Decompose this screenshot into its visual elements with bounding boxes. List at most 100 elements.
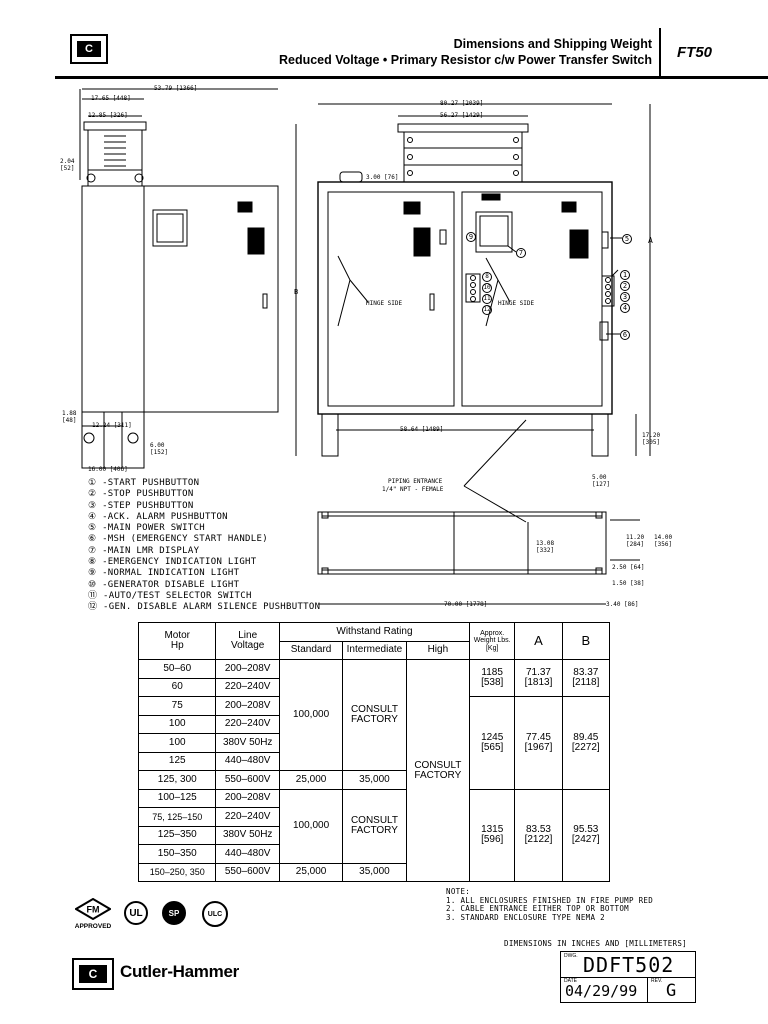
legend-item: ③ -STEP PUSHBUTTON xyxy=(88,500,194,511)
left-door xyxy=(327,191,455,407)
dim-side-d2: 12.85 [326] xyxy=(88,112,128,119)
notes-title: NOTE: xyxy=(446,887,471,896)
dim-plan-r4: 3.40 [86] xyxy=(606,601,639,608)
ulc-mark-icon: ULC xyxy=(202,901,228,927)
dim-side-d1: 17.65 [448] xyxy=(91,95,131,102)
logo-glyph: C xyxy=(77,41,101,57)
dim-plan-r1: 11.20 [284] xyxy=(626,534,645,548)
header-intermediate: Intermediate xyxy=(342,640,407,660)
title-line-2: Reduced Voltage • Primary Resistor c/w P… xyxy=(278,53,652,67)
dim-plan-r2: 14.00 [356] xyxy=(654,534,673,548)
title-block: DWG. DDFT502 DATE 04/29/99 REV. G xyxy=(560,951,696,1003)
legend-item: ⑥ -MSH (EMERGENCY START HANDLE) xyxy=(88,534,268,545)
side-door-panel xyxy=(143,185,279,413)
note-item: 1. ALL ENCLOSURES FINISHED IN FIRE PUMP … xyxy=(446,895,654,905)
fm-approved-mark: FM APPROVED xyxy=(72,897,114,930)
callout-10: 10 xyxy=(482,283,492,293)
dim-side-overall: 53.79 [1366] xyxy=(154,85,198,92)
legend-item: ④ -ACK. ALARM PUSHBUTTON xyxy=(88,511,228,522)
callout-11: 11 xyxy=(482,294,492,304)
header-weight: Approx. Weight Lbs. [Kg] xyxy=(469,622,516,660)
dim-front-right: 17.20 [305] xyxy=(642,432,661,446)
dwg-cell: DWG. DDFT502 xyxy=(561,952,695,978)
legend-item: ⑫ -GEN. DISABLE ALARM SILENCE PUSHBUTTON xyxy=(88,602,321,613)
svg-text:FM: FM xyxy=(87,905,100,915)
piping-label-1: PIPING ENTRANCE xyxy=(388,478,443,485)
dim-side-d3: 2.04 [52] xyxy=(60,158,75,172)
notes: NOTE: 1. ALL ENCLOSURES FINISHED IN FIRE… xyxy=(446,887,654,922)
dim-side-d7: 16.00 [406] xyxy=(88,466,128,473)
header-standard: Standard xyxy=(278,640,344,660)
legend-item: ② -STOP PUSHBUTTON xyxy=(88,489,194,500)
legend-item: ⑨ -NORMAL INDICATION LIGHT xyxy=(88,568,240,579)
note-item: 2. CABLE ENTRANCE EITHER TOP OR BOTTOM xyxy=(446,904,629,913)
component-legend: ① -START PUSHBUTTON ② -STOP PUSHBUTTON ③… xyxy=(88,478,320,614)
dim-plan-depth: 13.08 [332] xyxy=(536,540,555,554)
units-note: DIMENSIONS IN INCHES AND [MILLIMETERS] xyxy=(504,939,687,948)
drawing-number: DDFT502 xyxy=(583,953,675,977)
callout-3: 3 xyxy=(620,292,630,302)
piping-label-2: 1/4" NPT - FEMALE xyxy=(382,486,444,493)
callout-6: 6 xyxy=(620,330,630,340)
dim-plan-length: 70.00 [1778] xyxy=(444,601,488,608)
side-resistor-box xyxy=(87,129,143,187)
date-cell: DATE 04/29/99 xyxy=(561,977,648,1002)
dim-front-bottom: 5.00 [127] xyxy=(592,474,611,488)
callout-12: 12 xyxy=(482,305,492,315)
header-b: B xyxy=(561,622,611,660)
enclosure-drawing xyxy=(79,88,651,605)
doc-code: FT50 xyxy=(677,44,713,61)
hinge-side-left: HINGE SIDE xyxy=(366,300,403,307)
legend-item: ⑪ -AUTO/TEST SELECTOR SWITCH xyxy=(88,590,252,601)
cutler-hammer-logo: C xyxy=(70,34,108,64)
brand-name: Cutler-Hammer xyxy=(120,962,239,981)
callout-7: 7 xyxy=(516,248,526,258)
footer-logo: C xyxy=(72,958,114,990)
revision: G xyxy=(666,981,677,1001)
high-consult-factory: CONSULT FACTORY xyxy=(405,659,471,882)
hinge-side-right: HINGE SIDE xyxy=(498,300,535,307)
side-label-b: B xyxy=(294,288,299,296)
front-cabinet xyxy=(317,181,613,415)
dim-side-d4: 1.88 [48] xyxy=(62,410,77,424)
dim-plan-small: 2.50 [64] xyxy=(612,564,645,571)
legend-item: ⑧ -EMERGENCY INDICATION LIGHT xyxy=(88,557,257,568)
dim-front-leg-span: 58.64 [1489] xyxy=(400,426,444,433)
ul-mark-icon: UL xyxy=(124,901,148,925)
title-line-1: Dimensions and Shipping Weight xyxy=(453,37,652,51)
page-title: Dimensions and Shipping Weight Reduced V… xyxy=(200,36,652,68)
legend-item: ⑦ -MAIN LMR DISPLAY xyxy=(88,545,200,556)
dim-front-overall: 80.27 [2039] xyxy=(440,100,484,107)
header-a: A xyxy=(514,622,563,660)
dim-side-d6: 6.00 [152] xyxy=(150,442,169,456)
header-high: High xyxy=(405,640,471,660)
dim-front-left: 3.00 [76] xyxy=(366,174,399,181)
note-item: 3. STANDARD ENCLOSURE TYPE NEMA 2 xyxy=(446,912,605,922)
rev-cell: REV. G xyxy=(651,978,677,1001)
legend-item: ⑩ -GENERATOR DISABLE LIGHT xyxy=(88,579,240,590)
dim-front-upper: 56.27 [1429] xyxy=(440,112,484,119)
callouts-mid-group: 8 10 11 12 xyxy=(482,272,492,315)
height-label-a: A xyxy=(648,236,653,245)
dim-side-d5: 12.24 [311] xyxy=(92,422,132,429)
callout-2: 2 xyxy=(620,281,630,291)
side-cabinet xyxy=(81,185,145,413)
fm-diamond-icon: FM xyxy=(74,897,112,921)
side-top-lid xyxy=(83,121,147,131)
callout-1: 1 xyxy=(620,270,630,280)
legend-item: ① -START PUSHBUTTON xyxy=(88,478,200,488)
header-divider xyxy=(659,28,661,76)
drawing-date: 04/29/99 xyxy=(565,982,638,1000)
footer-logo-glyph: C xyxy=(79,965,107,983)
callout-9: 9 xyxy=(466,232,476,242)
